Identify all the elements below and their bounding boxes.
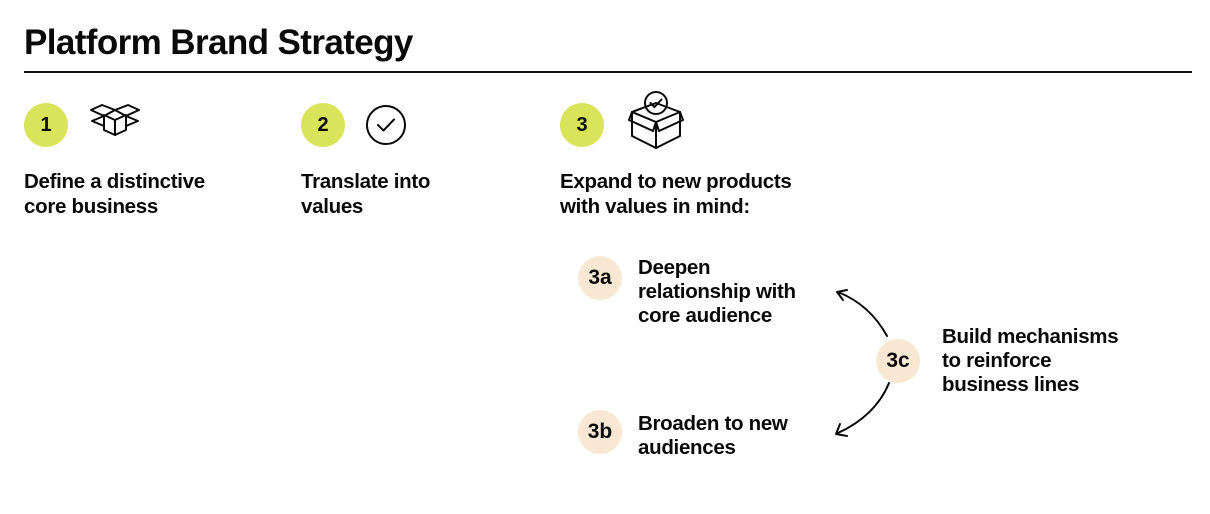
- step-1-badge: 1: [24, 103, 68, 147]
- box-with-check-icon: [628, 86, 684, 159]
- substep-3a-text-line: Deepen: [638, 256, 711, 279]
- substep-3c-text-line: to reinforce: [942, 349, 1052, 372]
- step-2-badge: 2: [301, 103, 345, 147]
- step-1-text: Define a distinctive core business: [24, 169, 205, 219]
- check-circle-icon: [364, 103, 408, 152]
- step-3-text-line: Expand to new products: [560, 170, 792, 193]
- step-3-text-line: with values in mind:: [560, 195, 750, 218]
- substep-3b-text: Broaden to new audiences: [638, 412, 788, 460]
- step-2-text-line: values: [301, 195, 364, 218]
- step-3-text: Expand to new products with values in mi…: [560, 169, 792, 219]
- substep-3c-text: Build mechanisms to reinforce business l…: [942, 325, 1119, 397]
- step-2-text: Translate into values: [301, 169, 430, 219]
- substep-3a-text-line: core audience: [638, 304, 772, 327]
- title-divider: [24, 71, 1192, 73]
- page-title: Platform Brand Strategy: [24, 23, 413, 62]
- substep-3a-text-line: relationship with: [638, 280, 796, 303]
- open-box-icon: [88, 102, 142, 151]
- step-1-text-line: Define a distinctive: [24, 170, 205, 193]
- step-3-badge: 3: [560, 103, 604, 147]
- arrow-3c-to-3a: [837, 291, 888, 337]
- substep-3b-text-line: Broaden to new: [638, 412, 788, 435]
- substep-3c-text-line: business lines: [942, 373, 1080, 396]
- substep-3c-text-line: Build mechanisms: [942, 325, 1119, 348]
- substep-3b-text-line: audiences: [638, 436, 736, 459]
- arrow-3c-to-3b: [837, 382, 890, 434]
- step-1-text-line: core business: [24, 195, 158, 218]
- arrow-3c-to-3b-head: [835, 423, 848, 437]
- substep-3a-text: Deepen relationship with core audience: [638, 256, 796, 328]
- substep-3c-badge: 3c: [876, 339, 920, 383]
- step-2-text-line: Translate into: [301, 170, 431, 193]
- substep-3a-badge: 3a: [578, 256, 622, 300]
- substep-3b-badge: 3b: [578, 410, 622, 454]
- arrow-3c-to-3a-head: [836, 289, 848, 301]
